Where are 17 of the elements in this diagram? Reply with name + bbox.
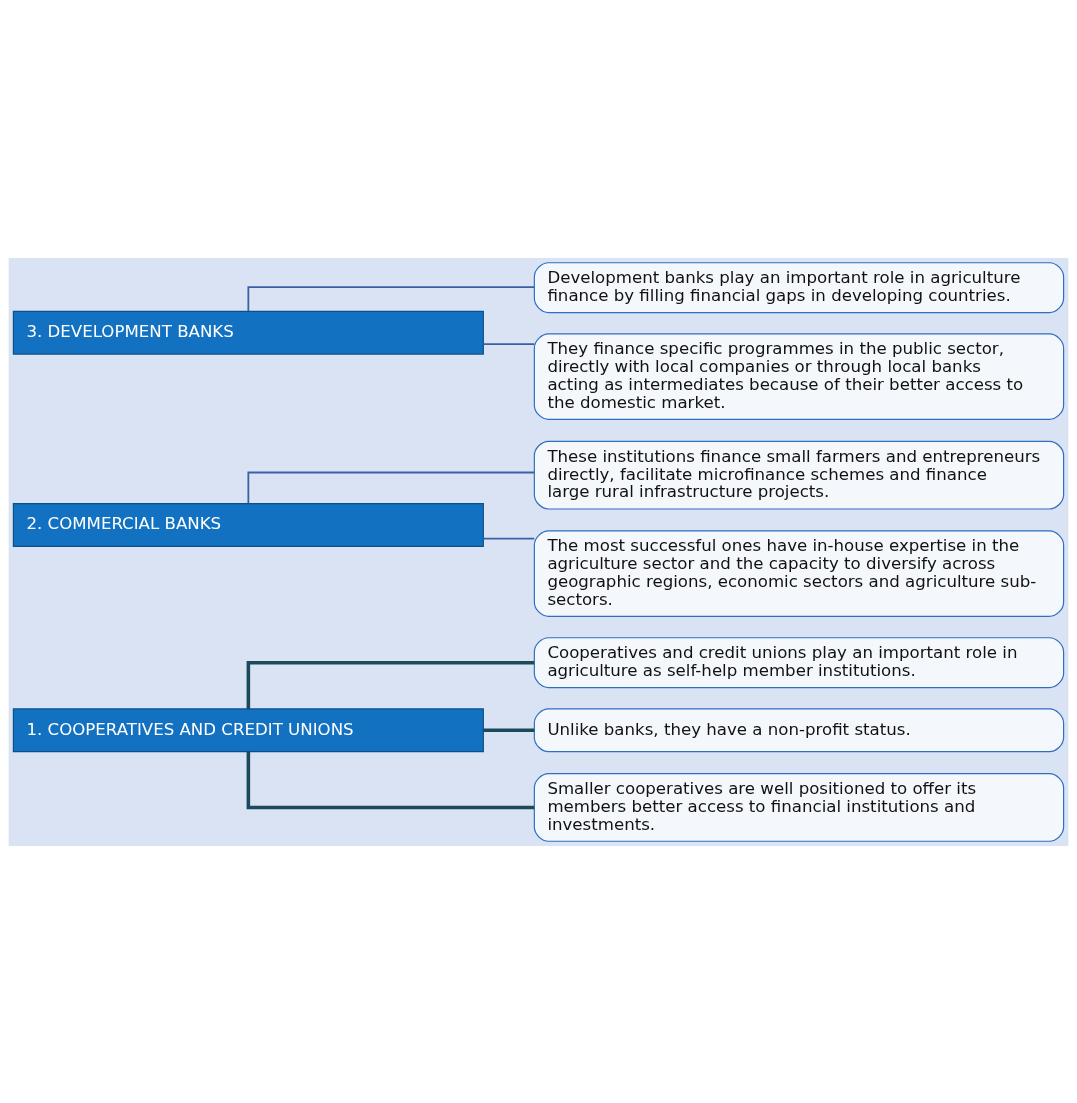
connector bbox=[482, 342, 536, 345]
connector bbox=[246, 660, 535, 709]
node-box: The most successful ones have in-house expertise in the agriculture sector and the capacity to diversify across geographic regions, economic sectors and agriculture sub-sectors. bbox=[533, 529, 1065, 617]
node-box: Smaller cooperatives are well positioned to offer its members better access to financial institutions and investments. bbox=[533, 772, 1065, 842]
connector bbox=[247, 471, 536, 504]
node-box: Unlike banks, they have a non-profit status. bbox=[533, 707, 1065, 752]
node-box: They finance specific programmes in the public sector, directly with local companies or through local banks acting as intermediates because of their better access to the domestic market. bbox=[533, 332, 1065, 420]
node-box: 1. COOPERATIVES AND CREDIT UNIONS bbox=[12, 707, 484, 752]
node-box: These institutions finance small farmers and entrepreneurs directly, facilitate microfinance schemes and finance large rural infrastructure projects. bbox=[533, 440, 1065, 510]
connector bbox=[247, 285, 536, 312]
node-box: Development banks play an important role in agriculture finance by filling financial gaps in developing countries. bbox=[533, 261, 1065, 313]
node-box: 3. DEVELOPMENT BANKS bbox=[12, 310, 484, 355]
node-box: Cooperatives and credit unions play an important role in agriculture as self-help member institutions. bbox=[533, 636, 1065, 688]
node-box: 2. COMMERCIAL BANKS bbox=[12, 502, 484, 547]
connector bbox=[483, 728, 535, 732]
connector bbox=[482, 537, 536, 540]
connector bbox=[246, 751, 535, 809]
